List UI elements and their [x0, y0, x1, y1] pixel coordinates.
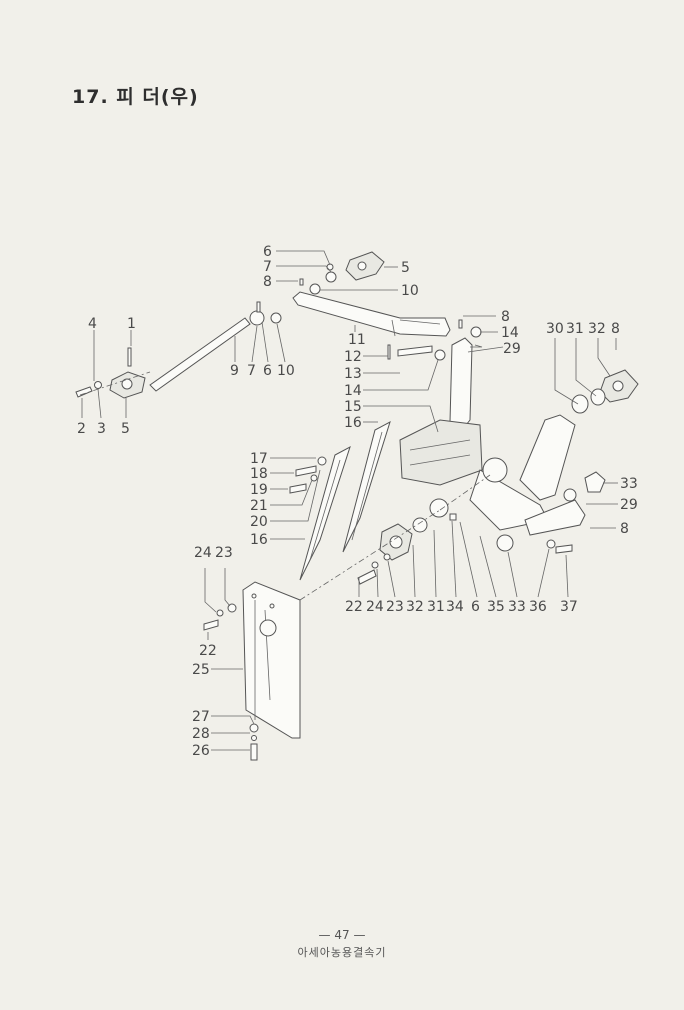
callout: 28: [192, 726, 210, 742]
callout: 24: [366, 599, 384, 615]
callout: 16: [250, 532, 268, 548]
callout: 33: [620, 476, 638, 492]
callout: 31: [427, 599, 445, 615]
callout: 21: [250, 498, 268, 514]
callout: 20: [250, 514, 268, 530]
callout: 36: [529, 599, 547, 615]
callout: 8: [263, 274, 272, 290]
callout: 16: [344, 415, 362, 431]
callout: 14: [501, 325, 519, 341]
callout: 9: [230, 363, 239, 379]
page-title: 17. 피 더(우): [72, 86, 199, 108]
callout: 23: [215, 545, 233, 561]
callout: 22: [345, 599, 363, 615]
callout: 27: [192, 709, 210, 725]
callout: 5: [121, 421, 130, 437]
callout: 30: [546, 321, 564, 337]
callout: 10: [401, 283, 419, 299]
callout: 6: [263, 244, 272, 260]
callout: 18: [250, 466, 268, 482]
callout: 33: [508, 599, 526, 615]
callout-labels: 6 7 8 5 10 4 1 11 12 13 14 15 16 9 7 6 1…: [77, 244, 638, 759]
callout: 15: [344, 399, 362, 415]
page-number: — 47 —: [318, 928, 366, 942]
callout: 1: [127, 316, 136, 332]
callout: 8: [611, 321, 620, 337]
callout: 7: [263, 259, 272, 275]
publisher-text: 아세아농용결속기: [297, 946, 387, 959]
callout: 2: [77, 421, 86, 437]
callout: 19: [250, 482, 268, 498]
leader-lines: [81, 250, 618, 751]
callout: 17: [250, 451, 268, 467]
callout: 10: [277, 363, 295, 379]
callout: 14: [344, 383, 362, 399]
callout: 32: [588, 321, 606, 337]
callout: 32: [406, 599, 424, 615]
callout: 5: [401, 260, 410, 276]
callout: 24: [194, 545, 212, 561]
callout: 29: [620, 497, 638, 513]
callout: 6: [471, 599, 480, 615]
callout: 12: [344, 349, 362, 365]
feeder-parts-drawing: [75, 251, 639, 761]
callout: 35: [487, 599, 505, 615]
callout: 34: [446, 599, 464, 615]
callout: 37: [560, 599, 578, 615]
callout: 26: [192, 743, 210, 759]
callout: 3: [97, 421, 106, 437]
callout: 11: [348, 332, 366, 348]
callout: 7: [247, 363, 256, 379]
callout: 6: [263, 363, 272, 379]
callout: 13: [344, 366, 362, 382]
callout: 31: [566, 321, 584, 337]
callout: 8: [620, 521, 629, 537]
callout: 4: [88, 316, 97, 332]
callout: 8: [501, 309, 510, 325]
callout: 25: [192, 662, 210, 678]
callout: 22: [199, 643, 217, 659]
callout: 23: [386, 599, 404, 615]
callout: 29: [503, 341, 521, 357]
